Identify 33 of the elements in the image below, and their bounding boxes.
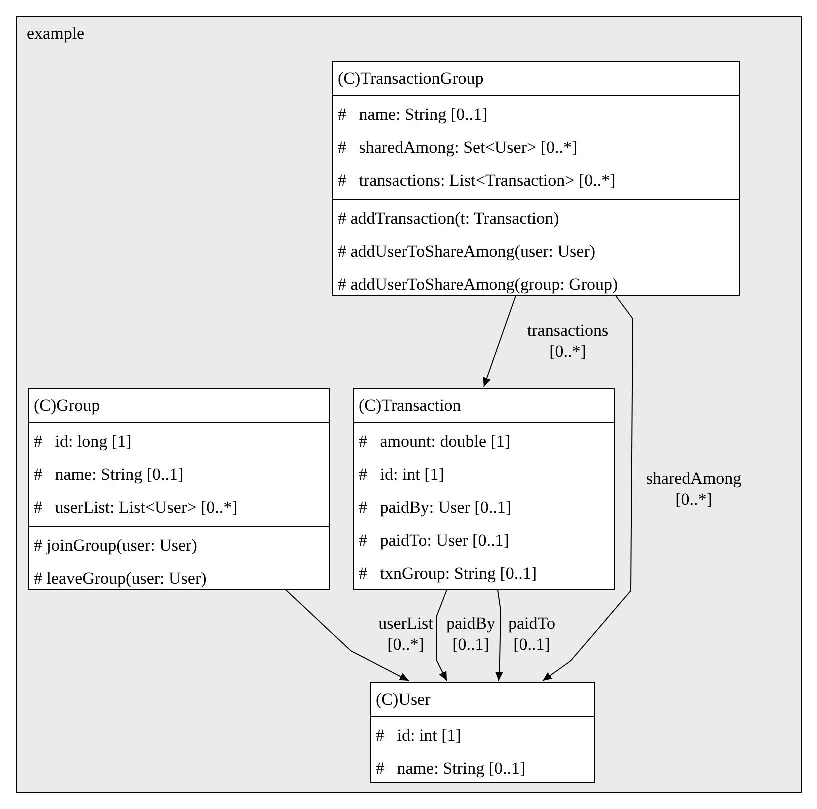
class-name: (C)TransactionGroup — [338, 68, 485, 90]
attribute-text: # amount: double [1] — [359, 431, 512, 453]
attribute-text: # txnGroup: String [0..1] — [359, 563, 538, 585]
class-box — [353, 388, 615, 590]
attribute-text: # name: String [0..1] — [338, 104, 489, 126]
method-text: # joinGroup(user: User) — [34, 535, 198, 557]
class-box — [332, 61, 740, 296]
attribute-text: # userList: List<User> [0..*] — [34, 497, 239, 519]
package-frame — [16, 16, 802, 793]
class-name: (C)User — [376, 689, 432, 711]
association-arrow — [495, 590, 504, 682]
attribute-text: # paidBy: User [0..1] — [359, 497, 513, 519]
class-name: (C)Group — [34, 395, 102, 417]
association-arrow — [286, 590, 410, 682]
method-text: # addUserToShareAmong(user: User) — [338, 241, 597, 263]
attribute-text: # paidTo: User [0..1] — [359, 530, 510, 552]
attribute-text: # sharedAmong: Set<User> [0..*] — [338, 137, 579, 159]
association-arrow — [542, 296, 634, 682]
attribute-text: # id: long [1] — [34, 431, 133, 453]
class-name: (C)Transaction — [359, 395, 462, 417]
attribute-text: # id: int [1] — [359, 464, 446, 486]
package-name: example — [27, 24, 85, 44]
association-arrow — [483, 296, 516, 388]
attribute-text: # name: String [0..1] — [376, 758, 527, 780]
method-text: # addTransaction(t: Transaction) — [338, 208, 560, 230]
attribute-text: # name: String [0..1] — [34, 464, 185, 486]
association-arrow — [436, 590, 448, 682]
attribute-text: # transactions: List<Transaction> [0..*] — [338, 170, 617, 192]
method-text: # addUserToShareAmong(group: Group) — [338, 274, 620, 296]
class-box — [28, 388, 330, 590]
class-box — [370, 682, 595, 783]
attribute-text: # id: int [1] — [376, 725, 462, 747]
method-text: # leaveGroup(user: User) — [34, 568, 208, 590]
